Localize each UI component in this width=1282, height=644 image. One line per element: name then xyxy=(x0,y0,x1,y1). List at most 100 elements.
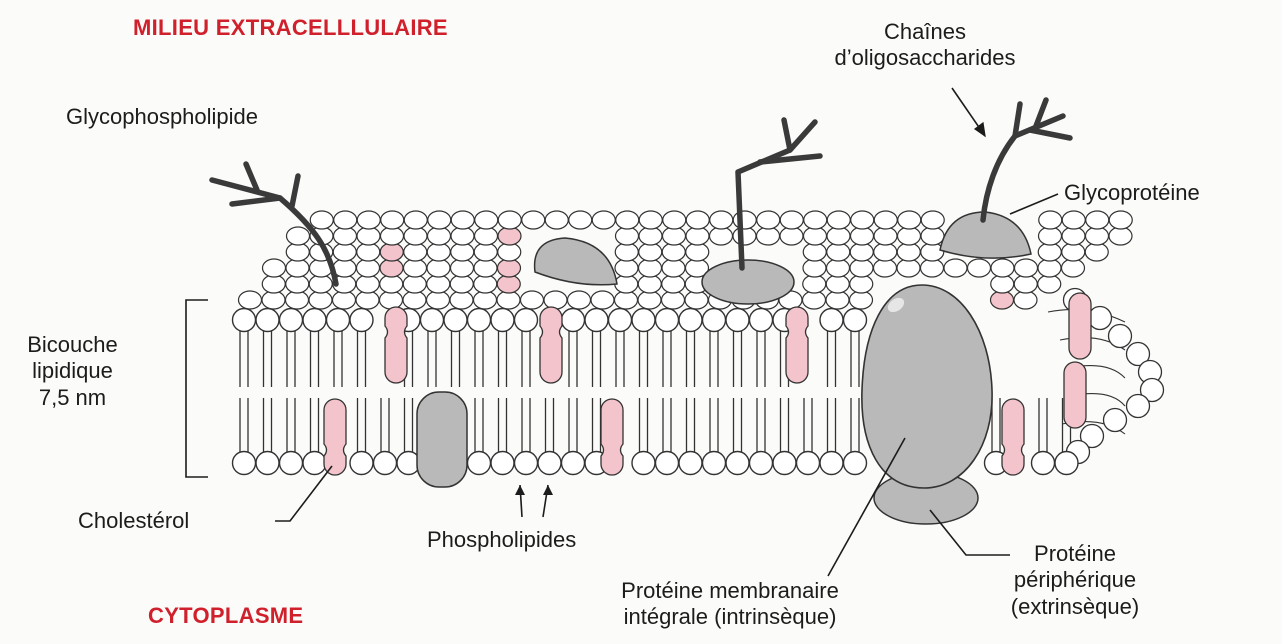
cholesterol xyxy=(1069,293,1091,359)
lipid-head xyxy=(451,211,474,229)
lipid-head xyxy=(515,452,538,475)
lipid-head xyxy=(233,309,256,332)
lipid-head xyxy=(897,243,920,261)
lipid-head xyxy=(1109,211,1132,229)
lipid-head xyxy=(679,452,702,475)
lipid-head xyxy=(356,275,379,293)
lipid-head xyxy=(334,227,357,245)
lipid-head xyxy=(357,259,380,277)
lipid-head xyxy=(685,291,708,309)
lipid-head xyxy=(803,259,826,277)
lipid-head xyxy=(256,452,279,475)
lipid-head xyxy=(638,291,661,309)
cholesterol xyxy=(1002,399,1024,475)
lipid-head xyxy=(380,275,403,293)
lipid-head xyxy=(1127,395,1150,418)
lipid-head xyxy=(662,275,685,293)
lipid-head xyxy=(686,211,709,229)
bilayer-label-line2: lipidique xyxy=(0,358,145,384)
lipid-head xyxy=(638,275,661,293)
lipid-head xyxy=(568,291,591,309)
lipid-head xyxy=(703,452,726,475)
oligosaccharide-branch xyxy=(784,120,790,150)
extracellular-title: MILIEU EXTRACELLLULAIRE xyxy=(133,15,448,41)
cholesterol-head xyxy=(497,275,520,293)
lipid-head xyxy=(303,452,326,475)
lipid-head xyxy=(333,291,356,309)
lipid-head xyxy=(639,211,662,229)
lipid-head xyxy=(1086,211,1109,229)
lipid-head xyxy=(357,243,380,261)
lipid-head xyxy=(497,291,520,309)
bilayer-label-line1: Bicouche xyxy=(0,332,145,358)
lipid-head xyxy=(357,227,380,245)
lipid-head xyxy=(826,291,849,309)
lipid-head xyxy=(710,227,733,245)
lipid-head xyxy=(757,227,780,245)
lipid-head xyxy=(616,227,639,245)
lipid-head xyxy=(1014,275,1037,293)
oligosaccharide-chain xyxy=(738,122,815,268)
lipid-head xyxy=(850,259,873,277)
lipid-head xyxy=(1055,452,1078,475)
lipid-head xyxy=(897,259,920,277)
lipid-head xyxy=(403,275,426,293)
lipid-head xyxy=(1039,227,1062,245)
lipid-head xyxy=(632,452,655,475)
lipid-head xyxy=(404,227,427,245)
lipid-head xyxy=(357,211,380,229)
surface-protein xyxy=(535,238,617,285)
cholesterol xyxy=(1064,362,1086,428)
lipid-head xyxy=(803,275,826,293)
lipid-head xyxy=(239,291,262,309)
lipid-head xyxy=(474,291,497,309)
lipid-head xyxy=(233,452,256,475)
lipid-head xyxy=(404,243,427,261)
lipid-head xyxy=(1015,259,1038,277)
lipid-head xyxy=(991,275,1014,293)
lipid-head xyxy=(591,291,614,309)
oligosaccharide-chains-label-line1: Chaînes xyxy=(800,19,1050,45)
lipid-head xyxy=(256,309,279,332)
lipid-head xyxy=(350,452,373,475)
lipid-head xyxy=(679,309,702,332)
lipid-head xyxy=(1104,409,1127,432)
lipid-head xyxy=(428,227,451,245)
lipid-head xyxy=(968,259,991,277)
lipid-head xyxy=(468,309,491,332)
lipid-head xyxy=(428,211,451,229)
lipid-head xyxy=(1062,211,1085,229)
lipid-head xyxy=(1014,291,1037,309)
lipid-head xyxy=(262,275,285,293)
lipid-head xyxy=(820,452,843,475)
lipid-head xyxy=(850,275,873,293)
lipid-head xyxy=(874,259,897,277)
cholesterol-head xyxy=(380,243,403,261)
lipid-head xyxy=(451,227,474,245)
lipid-head xyxy=(474,243,497,261)
integral-protein-label-line2: intégrale (intrinsèque) xyxy=(560,604,900,630)
lipid-head xyxy=(569,211,592,229)
lipid-head xyxy=(827,227,850,245)
lipid-head xyxy=(427,291,450,309)
lipid-head xyxy=(280,452,303,475)
arrowhead xyxy=(543,485,553,495)
lipid-head xyxy=(451,259,474,277)
lipid-head xyxy=(450,291,473,309)
lipid-head xyxy=(287,227,310,245)
cholesterol-label: Cholestérol xyxy=(78,508,189,534)
lipid-head xyxy=(944,259,967,277)
lipid-head xyxy=(874,211,897,229)
cholesterol xyxy=(786,307,808,383)
lipid-head xyxy=(544,291,567,309)
lipid-head xyxy=(874,227,897,245)
lipid-head xyxy=(334,211,357,229)
lipid-head xyxy=(444,309,467,332)
lipid-head xyxy=(403,291,426,309)
cholesterol-head xyxy=(380,259,403,277)
oligosaccharide-branch xyxy=(1030,130,1070,138)
lipid-head xyxy=(662,243,685,261)
integral-protein-label-line1: Protéine membranaire xyxy=(560,578,900,604)
lipid-head xyxy=(327,309,350,332)
lipid-head xyxy=(350,309,373,332)
